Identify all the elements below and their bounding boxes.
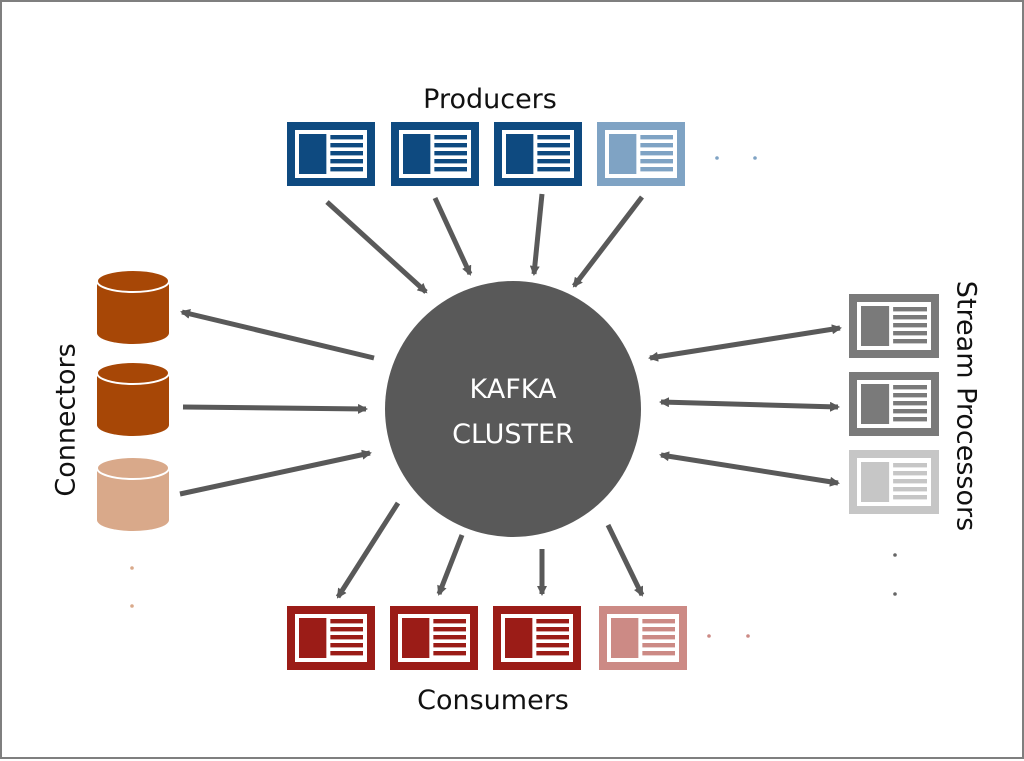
ellipsis-dot-7: [893, 553, 897, 557]
stream-processors-label: Stream Processors: [950, 280, 982, 532]
connector-2-icon: [96, 361, 170, 436]
ellipsis-dot-3: [707, 634, 711, 638]
stream-processor-1-icon: [849, 294, 939, 358]
connector-3-icon: [96, 456, 170, 531]
consumer-2-icon: [390, 606, 478, 670]
arrow-1: [325, 200, 428, 294]
producer-4-icon: [597, 122, 685, 186]
cluster-label-line1: KAFKA: [469, 374, 557, 405]
consumer-1-icon: [287, 606, 375, 670]
arrow-9: [659, 397, 840, 412]
consumers-label: Consumers: [417, 685, 569, 716]
producers-label: Producers: [423, 84, 557, 115]
consumer-3-icon: [493, 606, 581, 670]
connectors-label: Connectors: [50, 343, 82, 497]
stream-processor-2-icon: [849, 372, 939, 436]
arrow-4: [572, 195, 644, 288]
stream-processor-3-icon: [849, 450, 939, 514]
ellipsis-dot-4: [746, 634, 750, 638]
producer-2-icon: [391, 122, 479, 186]
ellipsis-dot-5: [130, 566, 134, 570]
arrow-10: [659, 451, 840, 487]
producer-3-icon: [494, 122, 582, 186]
ellipsis-dot-2: [753, 156, 757, 160]
cluster-label-line2: CLUSTER: [452, 419, 574, 450]
connector-1-icon: [96, 269, 170, 344]
arrow-6: [182, 403, 368, 414]
arrow-3: [529, 193, 545, 276]
kafka-cluster-circle: [385, 281, 641, 537]
ellipsis-dot-8: [893, 592, 897, 596]
arrow-12: [436, 534, 465, 596]
arrow-5: [180, 309, 375, 361]
arrow-11: [335, 501, 401, 599]
arrow-8: [648, 324, 842, 362]
ellipsis-dot-6: [130, 604, 134, 608]
arrow-7: [179, 449, 372, 497]
ellipsis-dot-1: [715, 156, 719, 160]
producer-1-icon: [287, 122, 375, 186]
arrow-2: [432, 196, 473, 276]
consumer-4-icon: [599, 606, 687, 670]
arrow-14: [605, 523, 645, 597]
